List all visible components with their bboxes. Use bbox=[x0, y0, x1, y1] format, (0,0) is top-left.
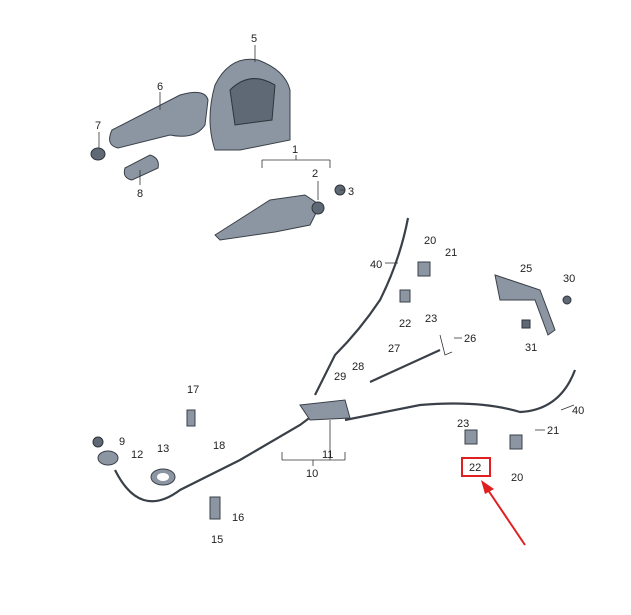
label-15[interactable]: 15 bbox=[211, 534, 223, 546]
label-18[interactable]: 18 bbox=[213, 440, 225, 452]
label-1[interactable]: 1 bbox=[292, 144, 298, 156]
label-23-top[interactable]: 23 bbox=[425, 313, 437, 325]
label-20-right[interactable]: 20 bbox=[511, 472, 523, 484]
label-3[interactable]: 3 bbox=[348, 186, 354, 198]
leader-lines bbox=[98, 45, 575, 466]
part-5-console-cover[interactable] bbox=[209, 58, 291, 151]
label-29[interactable]: 29 bbox=[334, 371, 346, 383]
part-13-grommet[interactable] bbox=[150, 468, 176, 486]
part-labels: 5 6 7 8 1 2 3 40 20 21 25 30 22 23 26 31… bbox=[95, 33, 584, 546]
label-12[interactable]: 12 bbox=[131, 449, 143, 461]
label-22-top[interactable]: 22 bbox=[399, 318, 411, 330]
label-20-top[interactable]: 20 bbox=[424, 235, 436, 247]
part-30-bolt[interactable] bbox=[562, 295, 572, 305]
part-31-pin[interactable] bbox=[521, 319, 531, 329]
red-arrow-icon bbox=[481, 480, 526, 546]
part-7-cap[interactable] bbox=[90, 147, 106, 161]
label-40-right[interactable]: 40 bbox=[572, 405, 584, 417]
label-28[interactable]: 28 bbox=[352, 361, 364, 373]
label-10[interactable]: 10 bbox=[306, 468, 318, 480]
cable-10-front bbox=[114, 409, 321, 503]
label-21-top[interactable]: 21 bbox=[445, 247, 457, 259]
part-20-clip-right[interactable] bbox=[509, 434, 523, 450]
label-11[interactable]: 11 bbox=[322, 449, 333, 461]
label-21-right[interactable]: 21 bbox=[547, 425, 559, 437]
cable-40-right bbox=[344, 369, 577, 422]
part-25-bracket[interactable] bbox=[494, 274, 556, 336]
label-31[interactable]: 31 bbox=[525, 342, 537, 354]
part-22-clip-right[interactable] bbox=[464, 429, 478, 445]
cable-27 bbox=[369, 348, 441, 384]
label-5[interactable]: 5 bbox=[251, 33, 257, 45]
part-20-clip[interactable] bbox=[417, 261, 431, 277]
label-22-highlighted[interactable]: 22 bbox=[469, 462, 481, 474]
label-30[interactable]: 30 bbox=[563, 273, 575, 285]
part-12-mount[interactable] bbox=[97, 450, 119, 466]
highlight-box-22 bbox=[461, 457, 491, 477]
label-40-left[interactable]: 40 bbox=[370, 259, 382, 271]
part-11-equalizer[interactable] bbox=[299, 399, 351, 421]
part-8-grip[interactable] bbox=[123, 154, 159, 181]
label-9[interactable]: 9 bbox=[119, 436, 125, 448]
label-7[interactable]: 7 bbox=[95, 120, 101, 132]
label-2[interactable]: 2 bbox=[312, 168, 318, 180]
label-17[interactable]: 17 bbox=[187, 384, 199, 396]
part-26-clip[interactable] bbox=[439, 334, 453, 356]
label-25[interactable]: 25 bbox=[520, 263, 532, 275]
label-23-right[interactable]: 23 bbox=[457, 418, 469, 430]
part-15-clip[interactable] bbox=[209, 496, 221, 520]
part-17-clip[interactable] bbox=[186, 409, 196, 427]
label-13[interactable]: 13 bbox=[157, 443, 169, 455]
label-27[interactable]: 27 bbox=[388, 343, 400, 355]
label-16[interactable]: 16 bbox=[232, 512, 244, 524]
part-9-nut[interactable] bbox=[92, 436, 104, 448]
label-26[interactable]: 26 bbox=[464, 333, 476, 345]
cable-40-left bbox=[314, 217, 410, 396]
part-1-lever-assembly[interactable] bbox=[214, 194, 325, 241]
part-6-handle[interactable] bbox=[109, 91, 209, 149]
label-6[interactable]: 6 bbox=[157, 81, 163, 93]
label-8[interactable]: 8 bbox=[137, 188, 143, 200]
part-22-clip[interactable] bbox=[399, 289, 411, 303]
